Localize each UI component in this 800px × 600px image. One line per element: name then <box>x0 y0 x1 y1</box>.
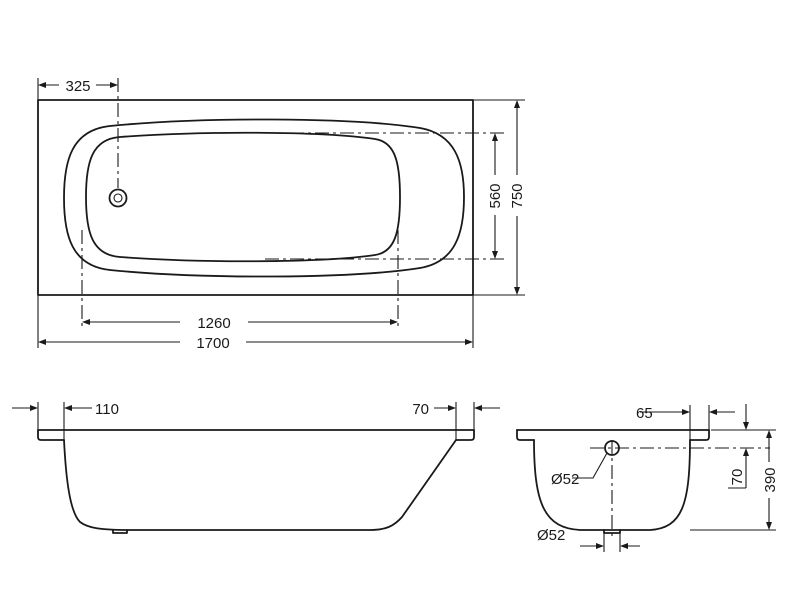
dim-waste-diameter-label: Ø52 <box>537 527 565 544</box>
dim-110-label: 110 <box>95 401 119 418</box>
dim-1260-label: 1260 <box>197 315 230 332</box>
dim-top-marker-arrow <box>743 422 749 430</box>
dim-1260-arrow-left <box>82 319 90 325</box>
dim-70-rim-label: 70 <box>412 401 429 418</box>
dim-1700-arrow-left <box>38 339 46 345</box>
dim-65-arrow-right <box>709 409 717 415</box>
dim-70-rim-arrow-right <box>474 405 482 411</box>
dim-1700-label: 1700 <box>196 335 229 352</box>
dim-390-arrow-bottom <box>766 522 772 530</box>
dim-750-label: 750 <box>509 183 526 208</box>
end-view: 65 Ø52 70 390 Ø52 <box>516 404 779 552</box>
dim-65-arrow-left <box>682 409 690 415</box>
tub-rim-inner-edge <box>63 118 465 278</box>
top-view: 325 1260 1700 560 750 <box>37 78 526 352</box>
dim-325-arrow-left <box>38 82 46 88</box>
end-rim-right-flange <box>689 429 710 441</box>
dim-560-label: 560 <box>487 183 504 208</box>
dim-390-arrow-top <box>766 430 772 438</box>
dim-waste-arrow-left <box>596 543 604 549</box>
end-rim-left-flange <box>516 429 535 441</box>
drain-hole-inner <box>113 193 123 203</box>
dim-325-label: 325 <box>65 78 90 95</box>
tub-basin-bottom <box>85 131 401 263</box>
side-view: 110 70 <box>12 401 500 534</box>
dim-waste-arrow-right <box>620 543 628 549</box>
side-profile-body <box>63 439 457 531</box>
dim-560-arrow-bottom <box>492 251 498 259</box>
dim-325-arrow-right <box>110 82 118 88</box>
dim-110-arrow-left <box>30 405 38 411</box>
drain-hole <box>108 188 128 208</box>
side-rim-left-flange <box>37 429 65 441</box>
end-profile-body <box>533 439 691 531</box>
dim-390-label: 390 <box>762 467 779 492</box>
dim-1260-arrow-right <box>390 319 398 325</box>
overflow-leader <box>572 452 608 479</box>
dim-65-label: 65 <box>636 405 653 422</box>
dim-750-arrow-top <box>514 100 520 108</box>
side-foot <box>112 529 128 534</box>
side-rim-right-flange <box>455 429 475 441</box>
dim-70-height-arrow <box>743 448 749 456</box>
dim-1700-arrow-right <box>465 339 473 345</box>
dim-70-rim-arrow-left <box>448 405 456 411</box>
dim-70-height-label: 70 <box>729 469 746 486</box>
tub-outer-rim <box>37 99 474 296</box>
dim-overflow-diameter-label: Ø52 <box>551 471 579 488</box>
dim-750-arrow-bottom <box>514 287 520 295</box>
dim-560-arrow-top <box>492 133 498 141</box>
dim-110-arrow-right <box>64 405 72 411</box>
